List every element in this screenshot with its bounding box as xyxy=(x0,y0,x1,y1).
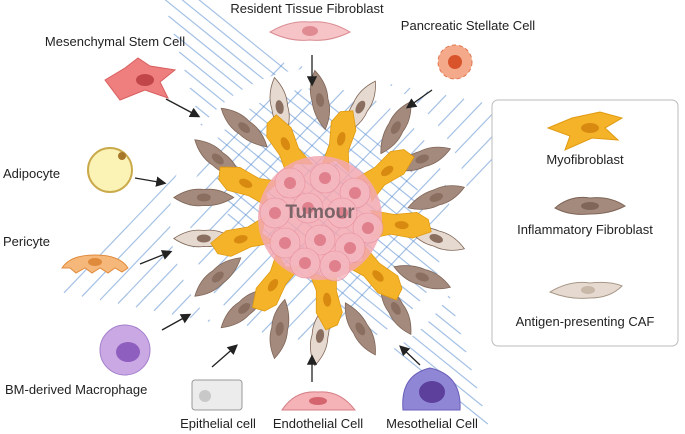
nucleus xyxy=(275,100,284,115)
nucleus xyxy=(196,234,211,243)
arrow-icon xyxy=(139,250,173,265)
tumour-nucleus xyxy=(329,260,341,272)
source-label: Mesenchymal Stem Cell xyxy=(45,34,185,49)
source-label: Pancreatic Stellate Cell xyxy=(401,18,536,33)
arrow-icon xyxy=(165,98,201,118)
source-label: Endothelial Cell xyxy=(273,416,363,431)
source-resident-tissue-fibroblast: Resident Tissue Fibroblast xyxy=(230,1,384,87)
arrow-icon xyxy=(211,344,238,368)
nucleus xyxy=(394,221,409,230)
source-label: Adipocyte xyxy=(3,166,60,181)
nucleus xyxy=(323,292,332,307)
nucleus-icon xyxy=(302,26,318,36)
nucleus-icon xyxy=(419,381,445,403)
inflammatory-fibroblast xyxy=(344,302,376,356)
arrow-icon xyxy=(134,176,167,187)
tumour-nucleus xyxy=(279,237,291,249)
source-endothelial-cell: Endothelial Cell xyxy=(273,354,363,431)
arrow-icon xyxy=(405,89,433,109)
legend-label: Myofibroblast xyxy=(546,152,624,167)
source-label: Mesothelial Cell xyxy=(386,416,478,431)
tumour-nucleus xyxy=(302,202,314,214)
source-pericyte: Pericyte xyxy=(3,234,173,274)
inflammatory-fibroblast xyxy=(173,188,235,207)
arrow-icon xyxy=(161,313,192,331)
tumour-microenvironment: Tumour xyxy=(63,0,537,425)
arrow-icon xyxy=(399,345,421,366)
tumour-nucleus xyxy=(336,207,348,219)
inflammatory-fibroblast xyxy=(407,185,466,210)
nucleus-icon xyxy=(88,258,102,266)
nucleus xyxy=(429,193,443,202)
inflammatory-fibroblast xyxy=(269,298,290,360)
nucleus-icon xyxy=(448,55,462,69)
inflammatory-fibroblast xyxy=(220,107,268,148)
nucleus xyxy=(238,122,251,134)
tumour-nucleus xyxy=(319,172,331,184)
tumour-nucleus xyxy=(362,222,374,234)
nucleus xyxy=(196,193,211,202)
source-label: Resident Tissue Fibroblast xyxy=(230,1,384,16)
tumour-mass xyxy=(258,156,384,282)
nucleus xyxy=(211,153,224,165)
nucleus xyxy=(336,131,346,146)
source-pancreatic-stellate-cell: Pancreatic Stellate Cell xyxy=(401,18,536,109)
ecm-fiber xyxy=(168,15,429,227)
nucleus xyxy=(233,234,248,244)
nucleus-icon xyxy=(581,202,599,210)
nucleus xyxy=(280,137,291,151)
legend-box xyxy=(491,99,679,347)
tumour-nucleus xyxy=(269,207,281,219)
nucleus xyxy=(315,329,325,343)
epithelial-cell-icon xyxy=(191,379,243,411)
nucleus-icon xyxy=(199,390,211,402)
ecm-fiber xyxy=(198,0,413,173)
nucleus xyxy=(390,121,401,134)
nucleus xyxy=(380,165,394,177)
nucleus xyxy=(372,270,384,282)
tumour-nucleus xyxy=(314,234,326,246)
source-adipocyte: Adipocyte xyxy=(3,147,167,193)
tumour-nucleus xyxy=(284,177,296,189)
source-label: Pericyte xyxy=(3,234,50,249)
nucleus xyxy=(415,272,429,282)
inflammatory-fibroblast xyxy=(380,101,412,155)
tumour-nucleus xyxy=(344,242,356,254)
ecm-fiber xyxy=(173,33,435,245)
source-label: Epithelial cell xyxy=(180,416,256,431)
nucleus-icon xyxy=(309,397,327,405)
legend-label: Antigen-presenting CAF xyxy=(516,314,655,329)
nucleus xyxy=(315,93,325,107)
source-epithelial-cell: Epithelial cell xyxy=(180,344,256,431)
source-mesothelial-cell: Mesothelial Cell xyxy=(386,345,478,431)
nucleus xyxy=(415,154,429,164)
nucleus-icon xyxy=(136,74,154,86)
nucleus-icon xyxy=(118,152,126,160)
nucleus-icon xyxy=(581,286,595,294)
inflammatory-fibroblast xyxy=(393,265,452,290)
nucleus-icon xyxy=(116,342,140,362)
inflammatory-fibroblast xyxy=(194,257,242,297)
legend-label: Inflammatory Fibroblast xyxy=(517,222,653,237)
tumour-nucleus xyxy=(349,187,361,199)
nucleus xyxy=(355,100,366,114)
nucleus xyxy=(390,302,401,315)
nucleus xyxy=(211,271,224,283)
inflammatory-fibroblast-ring xyxy=(173,69,466,367)
nucleus xyxy=(238,302,251,314)
nucleus xyxy=(239,178,253,189)
tumour-nucleus xyxy=(299,257,311,269)
source-bm-derived-macrophage: BM-derived Macrophage xyxy=(5,313,192,397)
nucleus-icon xyxy=(581,123,599,133)
nucleus xyxy=(429,234,443,243)
nucleus xyxy=(275,321,284,336)
nucleus xyxy=(355,322,366,336)
nucleus xyxy=(267,278,279,292)
tumour-label: Tumour xyxy=(285,202,355,223)
legend: Myofibroblast Inflammatory Fibroblast An… xyxy=(491,99,679,347)
source-mesenchymal-stem-cell: Mesenchymal Stem Cell xyxy=(45,34,201,118)
source-label: BM-derived Macrophage xyxy=(5,382,147,397)
